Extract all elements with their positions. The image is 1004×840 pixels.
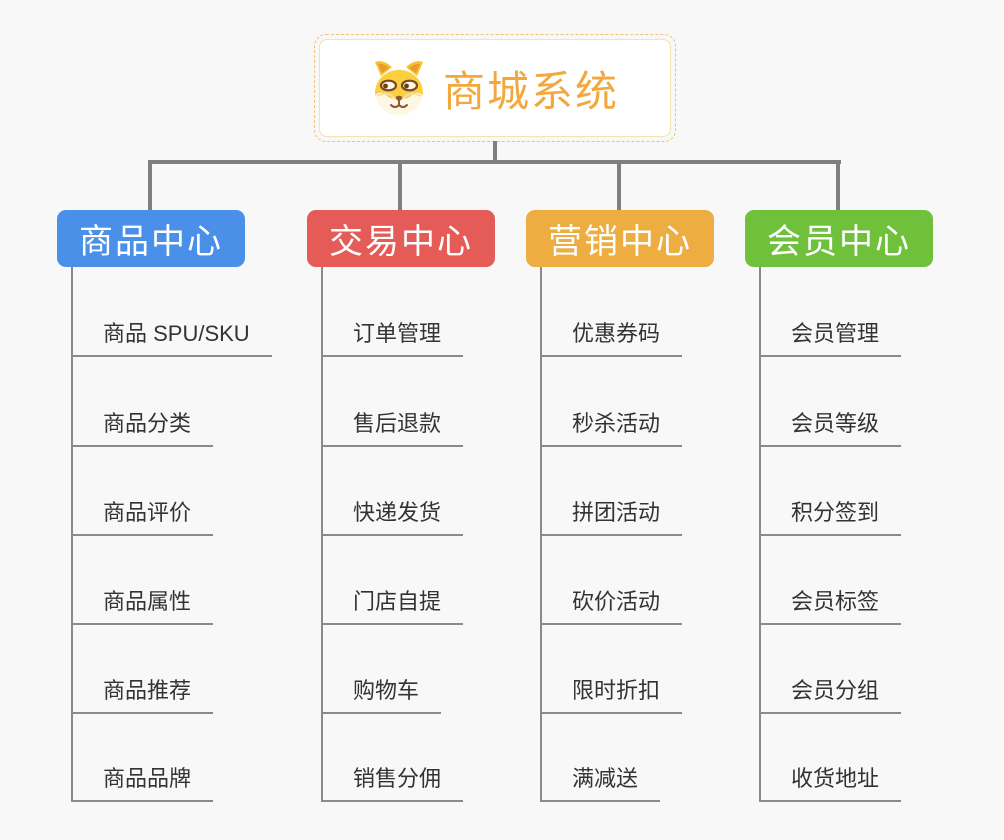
- connector-branch-drop: [148, 160, 152, 212]
- root-title: 商城系统: [442, 67, 619, 115]
- branch-node-3[interactable]: 营销中心: [526, 210, 714, 267]
- leaf-node[interactable]: 商品 SPU/SKU: [71, 321, 272, 357]
- leaf-node[interactable]: 秒杀活动: [540, 411, 683, 447]
- leaf-node[interactable]: 商品推荐: [71, 678, 214, 714]
- branch-label: 交易中心: [329, 223, 473, 261]
- leaf-node[interactable]: 商品评价: [71, 500, 214, 536]
- branch: 会员中心 会员管理 会员等级 积分签到 会员标签 会员分组 收货地址: [745, 0, 933, 840]
- leaf-node[interactable]: 商品属性: [71, 589, 214, 625]
- root-node-card: 商城系统: [319, 39, 671, 137]
- leaf-node[interactable]: 门店自提: [321, 589, 464, 625]
- dog-icon: [371, 59, 427, 117]
- branch-label: 会员中心: [767, 223, 911, 261]
- branch-label: 商品中心: [79, 223, 223, 261]
- leaf-node[interactable]: 优惠券码: [540, 321, 683, 357]
- leaf-node[interactable]: 收货地址: [759, 766, 902, 802]
- connector-branch-drop: [398, 160, 402, 212]
- branch-node-1[interactable]: 商品中心: [57, 210, 245, 267]
- branch-node-4[interactable]: 会员中心: [745, 210, 933, 267]
- leaf-node[interactable]: 积分签到: [759, 500, 902, 536]
- branch: 营销中心 优惠券码 秒杀活动 拼团活动 砍价活动 限时折扣 满减送: [526, 0, 714, 840]
- leaf-node[interactable]: 快递发货: [321, 500, 464, 536]
- leaf-node[interactable]: 订单管理: [321, 321, 464, 357]
- leaf-node[interactable]: 会员标签: [759, 589, 902, 625]
- leaf-node[interactable]: 会员管理: [759, 321, 902, 357]
- leaf-node[interactable]: 销售分佣: [321, 766, 464, 802]
- root-node[interactable]: 商城系统: [314, 34, 676, 142]
- connector-branch-drop: [617, 160, 621, 212]
- leaf-node[interactable]: 拼团活动: [540, 500, 683, 536]
- leaf-node[interactable]: 会员分组: [759, 678, 902, 714]
- connector-root-stem: [493, 141, 497, 162]
- branch: 交易中心 订单管理 售后退款 快递发货 门店自提 购物车 销售分佣: [307, 0, 495, 840]
- leaf-node[interactable]: 限时折扣: [540, 678, 683, 714]
- leaf-node[interactable]: 售后退款: [321, 411, 464, 447]
- leaf-node[interactable]: 会员等级: [759, 411, 902, 447]
- leaf-node[interactable]: 商品品牌: [71, 766, 214, 802]
- branch-label: 营销中心: [548, 223, 692, 261]
- branch: 商品中心 商品 SPU/SKU 商品分类 商品评价 商品属性 商品推荐 商品品牌: [57, 0, 272, 840]
- connector-bus: [148, 160, 841, 164]
- leaf-node[interactable]: 商品分类: [71, 411, 214, 447]
- leaf-node[interactable]: 购物车: [321, 678, 442, 714]
- leaf-node[interactable]: 砍价活动: [540, 589, 683, 625]
- branch-node-2[interactable]: 交易中心: [307, 210, 495, 267]
- leaf-node[interactable]: 满减送: [540, 766, 661, 802]
- connector-branch-drop: [836, 160, 840, 212]
